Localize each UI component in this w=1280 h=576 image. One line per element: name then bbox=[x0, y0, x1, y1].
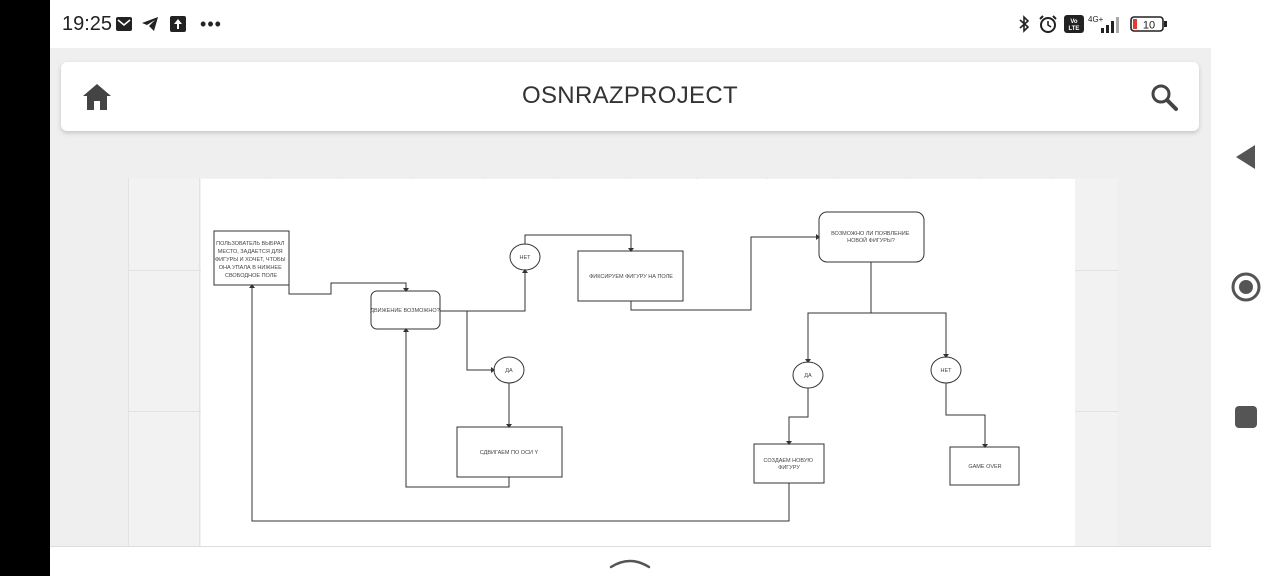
create-new-text-2: ФИГУРУ bbox=[778, 465, 800, 471]
connector-fix-to-can-create bbox=[630, 236, 819, 311]
start-text-2: МЕСТО, ЗАДАЕТСЯ ДЛЯ bbox=[218, 249, 283, 255]
create-new-text-1: СОЗДАЕМ НОВУЮ bbox=[764, 458, 814, 464]
home-circle-icon bbox=[1231, 272, 1261, 302]
chevron-up-icon bbox=[609, 559, 651, 569]
network-label: 4G+ bbox=[1088, 15, 1104, 24]
battery-level: 10 bbox=[1143, 20, 1155, 32]
start-text-1: ПОЛЬЗОВАТЕЛЬ ВЫБРАЛ bbox=[216, 241, 285, 247]
can-create-text-1: ВОЗМОЖНО ЛИ ПОЯВЛЕНИЕ bbox=[831, 231, 910, 237]
start-text-4: ОНА УПАЛА В НИЖНЕЕ bbox=[219, 265, 282, 271]
shift-text: СДВИГАЕМ ПО ОСИ Y bbox=[480, 450, 539, 456]
no-text-2: НЕТ bbox=[941, 368, 953, 374]
app-bar: OSNRAZPROJECT bbox=[61, 62, 1199, 131]
search-icon bbox=[1151, 84, 1178, 111]
bottom-sheet-bar bbox=[50, 546, 1211, 576]
svg-text:СОЗДАЕМ НОВУЮ ФИГУРУ: СОЗДАЕМ НОВУЮ ФИГУРУ bbox=[764, 458, 815, 471]
status-time: 19:25 bbox=[62, 13, 113, 35]
connector-start-to-decision bbox=[288, 282, 407, 295]
svg-text:ВОЗМОЖНО ЛИ ПОЯВЛЕНИЕ: ВОЗМОЖНО ЛИ ПОЯВЛЕНИЕ НОВОЙ ФИГУРЫ? bbox=[831, 231, 911, 244]
nav-home-button[interactable] bbox=[1231, 272, 1261, 302]
flowchart-paper[interactable]: ПОЛЬЗОВАТЕЛЬ ВЫБРАЛ МЕСТО, ЗАДАЕТСЯ ДЛЯ … bbox=[201, 179, 1075, 546]
yes-text-2: ДА bbox=[804, 373, 812, 379]
alarm-icon bbox=[1038, 14, 1058, 34]
signal-icon: 4G+ bbox=[1088, 14, 1124, 34]
mail-icon bbox=[114, 14, 134, 34]
svg-text:LTE: LTE bbox=[1069, 26, 1080, 32]
can-create-box bbox=[818, 211, 925, 263]
nav-back-button[interactable] bbox=[1231, 142, 1261, 172]
game-over-text: GAME OVER bbox=[968, 464, 1001, 470]
no-text-1: НЕТ bbox=[520, 255, 532, 261]
system-nav-bar bbox=[1211, 0, 1280, 576]
expand-handle[interactable] bbox=[608, 553, 652, 571]
connector-no-to-gameover bbox=[945, 383, 986, 447]
yes-text-1: ДА bbox=[505, 368, 513, 374]
svg-text:ПОЛЬЗОВАТЕЛЬ ВЫБРАЛ: ПОЛЬЗОВАТЕЛЬ ВЫБРАЛ МЕСТО, ЗАДАЕТСЯ ДЛЯ … bbox=[215, 241, 287, 279]
connector-shift-to-decision bbox=[405, 329, 510, 488]
page-title: OSNRAZPROJECT bbox=[522, 82, 738, 109]
bluetooth-icon bbox=[1014, 14, 1034, 34]
decision-move-text: ДВИЖЕНИЕ ВОЗМОЖНО? bbox=[370, 308, 439, 314]
nav-recents-button[interactable] bbox=[1231, 402, 1261, 432]
flowchart-diagram: ПОЛЬЗОВАТЕЛЬ ВЫБРАЛ МЕСТО, ЗАДАЕТСЯ ДЛЯ … bbox=[213, 211, 1020, 522]
connector-create-to-start bbox=[251, 285, 790, 522]
telegram-icon bbox=[140, 14, 160, 34]
can-create-text-2: НОВОЙ ФИГУРЫ? bbox=[847, 236, 895, 244]
connector-can-create-to-yes bbox=[807, 262, 872, 362]
recents-square-icon bbox=[1235, 406, 1257, 428]
connector-yes-to-create bbox=[788, 388, 809, 444]
more-dots-icon: ••• bbox=[200, 13, 222, 34]
upload-icon bbox=[168, 14, 188, 34]
home-icon bbox=[83, 84, 111, 110]
svg-text:Vo: Vo bbox=[1070, 19, 1078, 25]
connector-can-create-to-no bbox=[871, 312, 947, 357]
workspace[interactable]: ПОЛЬЗОВАТЕЛЬ ВЫБРАЛ МЕСТО, ЗАДАЕТСЯ ДЛЯ … bbox=[50, 146, 1211, 546]
search-button[interactable] bbox=[1149, 82, 1179, 112]
home-button[interactable] bbox=[81, 82, 113, 112]
connector-no-to-fix bbox=[524, 234, 632, 251]
start-text-3: ФИГУРЫ И ХОЧЕТ, ЧТОБЫ bbox=[215, 257, 286, 263]
battery-icon: 10 bbox=[1130, 14, 1168, 34]
start-text-5: СВОБОДНОЕ ПОЛЕ bbox=[225, 273, 277, 279]
back-triangle-icon bbox=[1236, 145, 1255, 169]
connector-decision-to-no bbox=[440, 270, 526, 312]
fix-text: ФИКСИРУЕМ ФИГУРУ НА ПОЛЕ bbox=[589, 274, 673, 280]
connector-decision-to-yes bbox=[466, 311, 494, 371]
